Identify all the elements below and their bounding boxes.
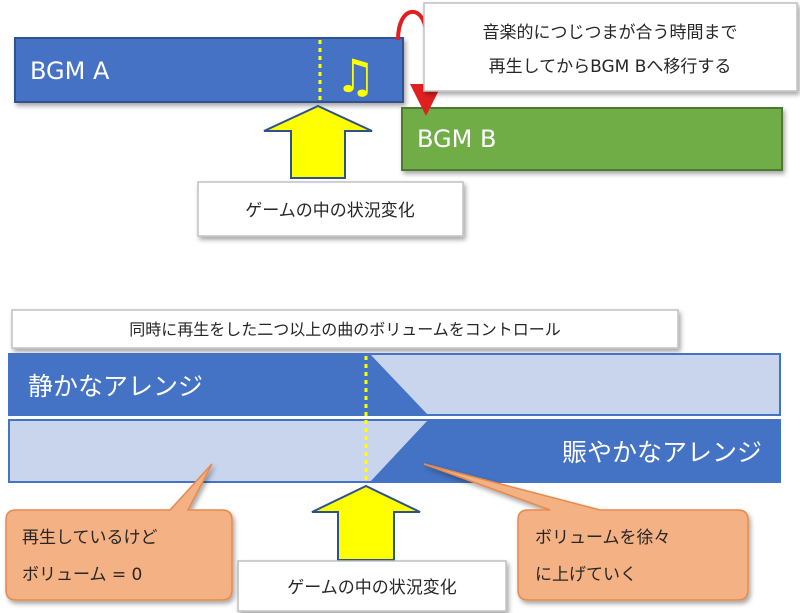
musical-note-line-2: 再生してからBGM Bへ移行する (489, 57, 732, 77)
left-callout: 再生しているけど ボリューム = 0 (5, 463, 233, 601)
bgm-a-bar: BGM A (14, 37, 404, 103)
bottom-trigger-label: ゲームの中の状況変化 (287, 578, 457, 598)
right-callout: ボリュームを徐々 に上げていく (423, 463, 749, 601)
right-callout-line-1: ボリュームを徐々 (535, 528, 671, 548)
volume-control-title-box: 同時に再生をした二つ以上の曲のボリュームをコントロール (11, 309, 679, 349)
lively-arrangement-label: 賑やかなアレンジ (562, 438, 762, 467)
right-callout-line-2: に上げていく (535, 565, 637, 585)
left-callout-line-2: ボリューム = 0 (22, 565, 142, 585)
top-trigger-box: ゲームの中の状況変化 (197, 181, 464, 237)
top-trigger-arrow (263, 104, 373, 179)
bgm-b-bar: BGM B (401, 107, 783, 171)
bottom-trigger-box: ゲームの中の状況変化 (237, 560, 507, 612)
bgm-b-label: BGM B (417, 125, 496, 153)
quiet-arrangement-label: 静かなアレンジ (28, 372, 203, 401)
top-trigger-label: ゲームの中の状況変化 (245, 201, 415, 221)
bgm-a-label: BGM A (30, 57, 110, 85)
musical-transition-note-box: 音楽的につじつまが合う時間まで 再生してからBGM Bへ移行する (423, 2, 798, 92)
bottom-trigger-arrow (311, 484, 421, 561)
volume-control-title: 同時に再生をした二つ以上の曲のボリュームをコントロール (129, 320, 561, 339)
music-note-icon: ♫ (335, 49, 376, 103)
lively-arrangement-track: 賑やかなアレンジ (8, 419, 781, 483)
left-callout-line-1: 再生しているけど (22, 528, 158, 548)
quiet-arrangement-track: 静かなアレンジ (8, 353, 781, 416)
musical-note-line-1: 音楽的につじつまが合う時間まで (483, 23, 738, 43)
